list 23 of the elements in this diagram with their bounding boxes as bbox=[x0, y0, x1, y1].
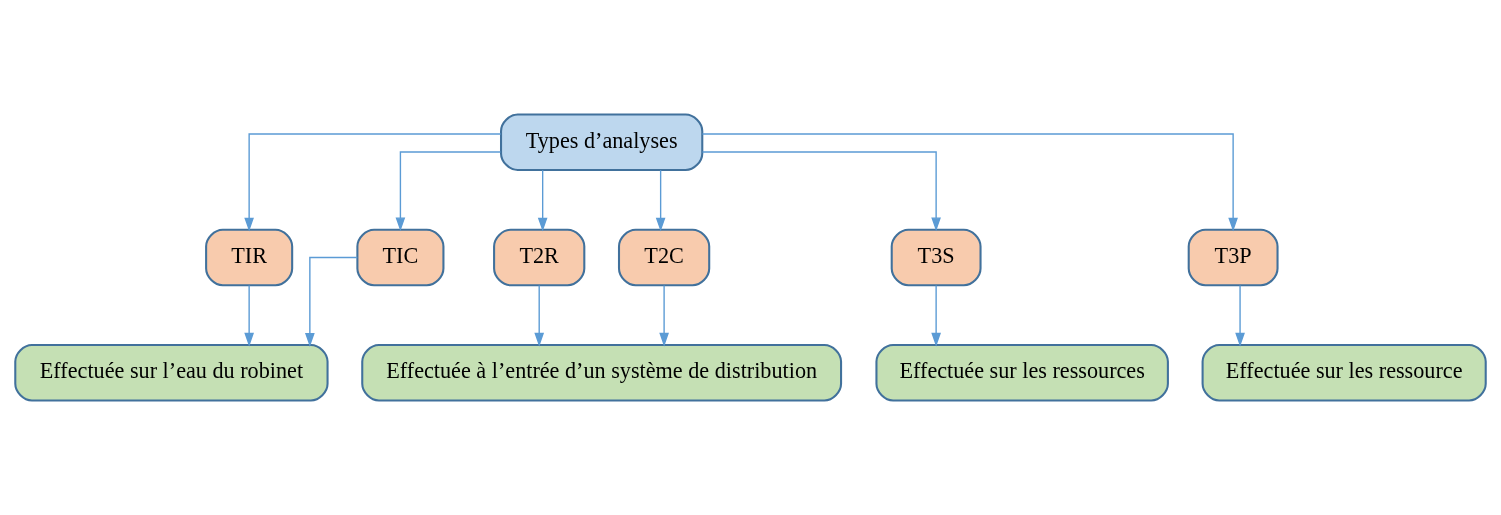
node-box: Types d’analyses bbox=[500, 113, 704, 172]
node-box: T3S bbox=[890, 228, 982, 287]
arrow bbox=[931, 284, 941, 347]
arrow bbox=[395, 151, 502, 232]
arrow bbox=[244, 284, 254, 347]
arrow bbox=[244, 133, 502, 232]
node-box: T2C bbox=[617, 228, 711, 287]
arrow bbox=[537, 169, 548, 232]
node-box: TIC bbox=[356, 228, 445, 287]
arrow bbox=[305, 256, 358, 347]
arrow bbox=[659, 284, 669, 347]
arrow bbox=[701, 133, 1238, 232]
node-box: Effectuée à l’entrée d’un système de distribution bbox=[361, 343, 843, 402]
arrow bbox=[534, 284, 545, 347]
node-box: TIR bbox=[205, 228, 294, 287]
arrow bbox=[655, 169, 666, 232]
node-box: Effectuée sur l’eau du robinet bbox=[14, 343, 329, 402]
arrow bbox=[1235, 284, 1245, 347]
node-box: T2R bbox=[493, 228, 586, 287]
arrow bbox=[701, 151, 941, 232]
node-box: Effectuée sur les ressource bbox=[1201, 343, 1487, 402]
node-box: Effectuée sur les ressources bbox=[875, 343, 1169, 402]
node-box: T3P bbox=[1187, 228, 1279, 287]
